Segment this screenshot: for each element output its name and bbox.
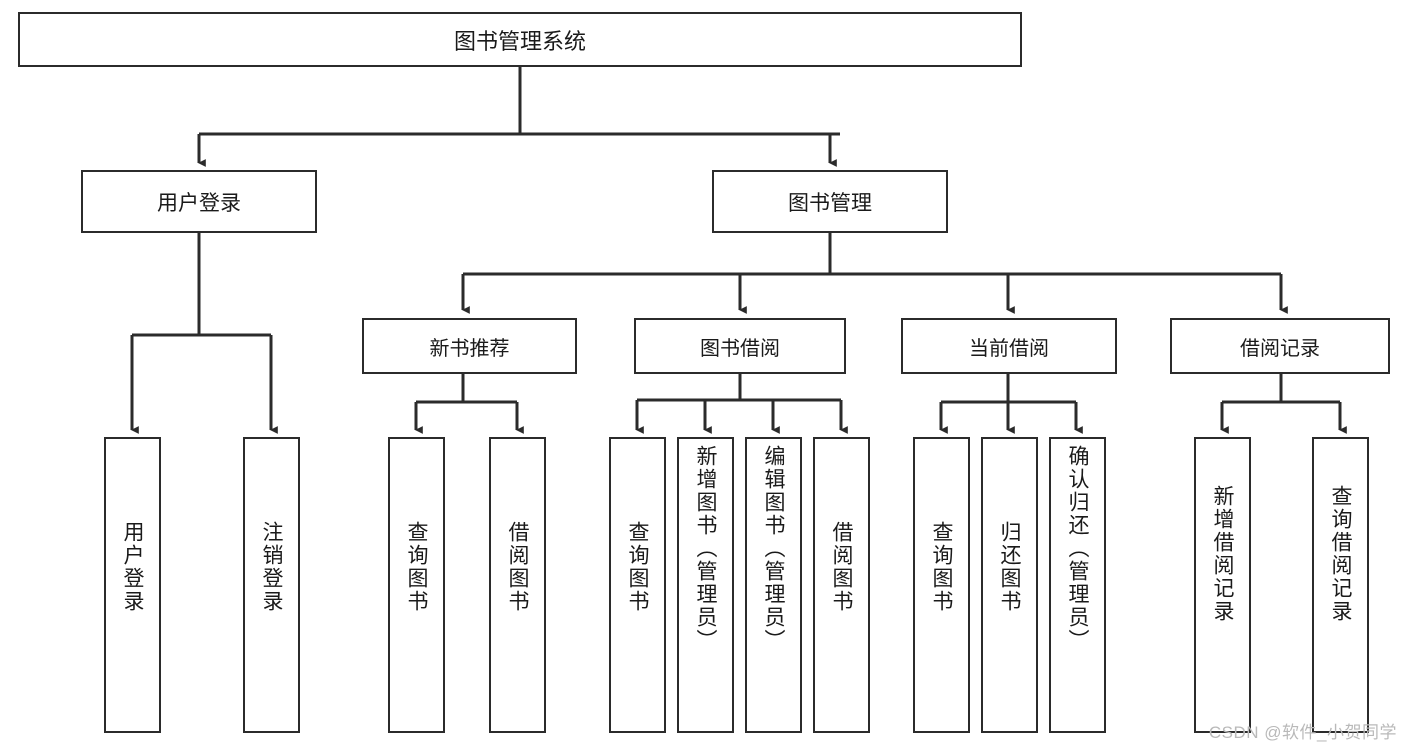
- leaf-add-borrow-record[interactable]: 新增借阅记录: [1194, 437, 1251, 733]
- leaf-label: 借阅图书: [506, 521, 529, 613]
- node-label: 新书推荐: [429, 337, 510, 360]
- leaf-label: 查询借阅记录: [1329, 485, 1352, 623]
- leaf-label: 编辑图书（管理员）: [762, 445, 785, 652]
- node-label: 用户登录: [157, 191, 241, 215]
- leaf-label: 借阅图书: [830, 521, 853, 613]
- leaf-edit-book-admin[interactable]: 编辑图书（管理员）: [745, 437, 802, 733]
- leaf-label: 查询图书: [405, 521, 428, 613]
- leaf-logout[interactable]: 注销登录: [243, 437, 300, 733]
- node-label: 图书管理系统: [453, 28, 586, 54]
- leaf-query-borrow-record[interactable]: 查询借阅记录: [1312, 437, 1369, 733]
- node-new-book-recommend[interactable]: 新书推荐: [362, 318, 577, 374]
- leaf-label: 归还图书: [998, 521, 1021, 613]
- node-root-system[interactable]: 图书管理系统: [18, 12, 1022, 67]
- leaf-label: 确认归还（管理员）: [1066, 445, 1089, 652]
- leaf-label: 新增借阅记录: [1211, 485, 1234, 623]
- csdn-watermark: CSDN @软件_小贺同学: [1208, 723, 1397, 742]
- leaf-query-book-current[interactable]: 查询图书: [913, 437, 970, 733]
- node-label: 当前借阅: [969, 337, 1049, 360]
- leaf-query-book-borrow[interactable]: 查询图书: [609, 437, 666, 733]
- node-borrow-record[interactable]: 借阅记录: [1170, 318, 1390, 374]
- node-label: 借阅记录: [1240, 337, 1320, 360]
- leaf-add-book-admin[interactable]: 新增图书（管理员）: [677, 437, 734, 733]
- node-user-login[interactable]: 用户登录: [81, 170, 317, 233]
- leaf-label: 注销登录: [260, 521, 283, 613]
- leaf-return-book[interactable]: 归还图书: [981, 437, 1038, 733]
- node-label: 图书借阅: [700, 337, 780, 360]
- leaf-user-login[interactable]: 用户登录: [104, 437, 161, 733]
- node-label: 图书管理: [788, 191, 872, 215]
- leaf-label: 用户登录: [121, 521, 144, 613]
- node-book-borrow[interactable]: 图书借阅: [634, 318, 846, 374]
- leaf-label: 新增图书（管理员）: [694, 445, 717, 652]
- leaf-query-book-recommend[interactable]: 查询图书: [388, 437, 445, 733]
- leaf-borrow-book[interactable]: 借阅图书: [813, 437, 870, 733]
- leaf-confirm-return-admin[interactable]: 确认归还（管理员）: [1049, 437, 1106, 733]
- node-current-borrow[interactable]: 当前借阅: [901, 318, 1117, 374]
- node-book-management[interactable]: 图书管理: [712, 170, 948, 233]
- leaf-borrow-book-recommend[interactable]: 借阅图书: [489, 437, 546, 733]
- leaf-label: 查询图书: [626, 521, 649, 613]
- leaf-label: 查询图书: [930, 521, 953, 613]
